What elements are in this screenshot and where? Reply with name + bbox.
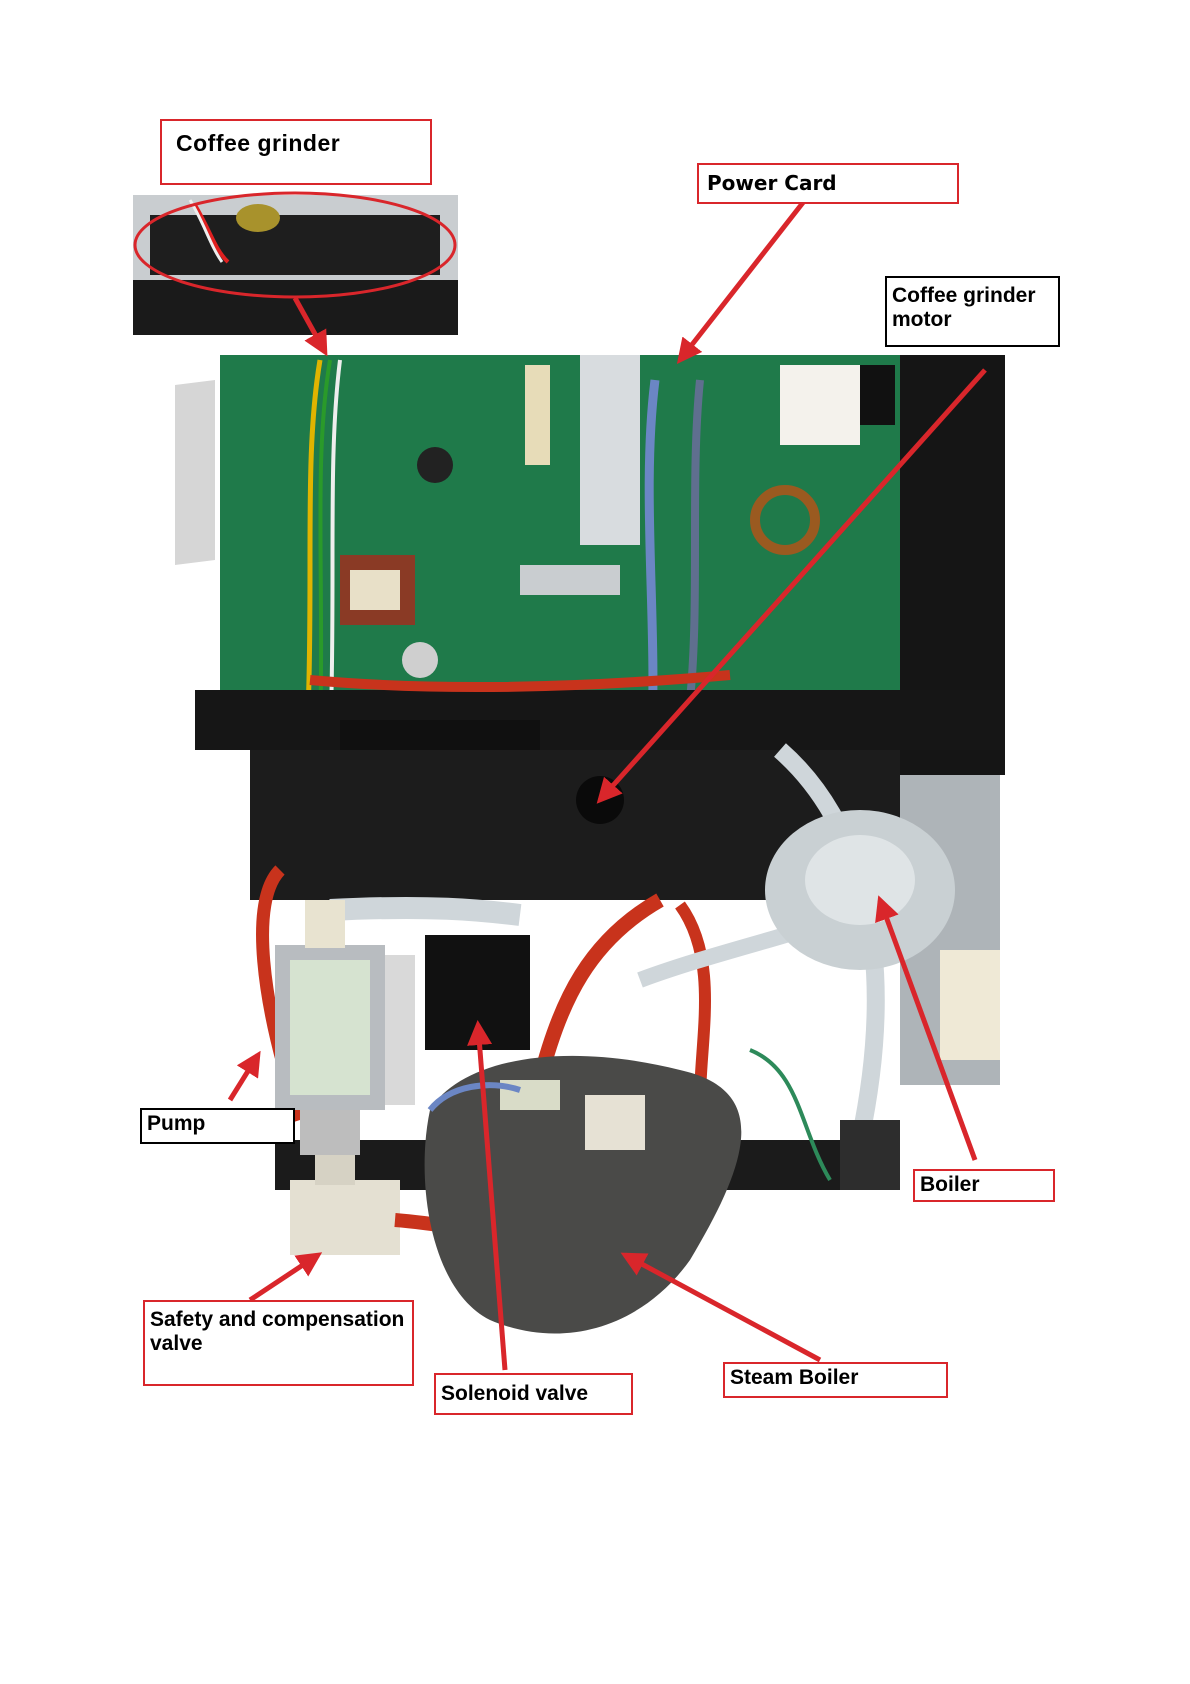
safety-valve-component [290,1180,400,1255]
machine-body [175,355,1005,1334]
label-coffee-grinder-motor: Coffee grinder motor [885,276,1060,347]
label-safety-valve: Safety and compensation valve [143,1300,414,1386]
label-coffee-grinder: Coffee grinder [160,119,432,185]
label-steam-boiler: Steam Boiler [723,1362,948,1398]
arrow-power-card [680,200,805,360]
label-boiler: Boiler [913,1169,1055,1202]
label-solenoid-valve: Solenoid valve [434,1373,633,1415]
label-pump: Pump [140,1108,295,1144]
arrow-safety-valve [250,1255,318,1300]
grinder-inset-photo [133,193,458,335]
arrow-pump [230,1055,258,1100]
arrow-steam-boiler [625,1255,820,1360]
label-power-card: Power Card [697,163,959,204]
